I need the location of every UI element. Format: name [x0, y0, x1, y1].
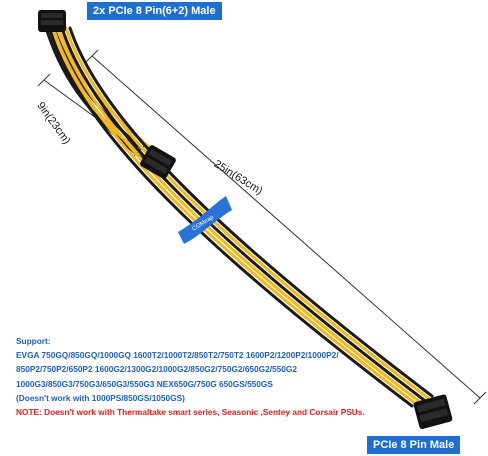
- support-line: 1000G3/850G3/750G3/650G3/550G3 NEX650G/7…: [16, 378, 273, 389]
- main-wire-yellow-3: [52, 28, 418, 406]
- long-guide-cap-top: [85, 49, 99, 63]
- branch-wire-black-1: [44, 26, 152, 167]
- compatibility-note: NOTE: Doesn't work with Thermaltake smar…: [16, 407, 365, 418]
- main-wire-black-1: [60, 26, 426, 402]
- main-wire-yellow-2: [64, 26, 430, 400]
- support-line: (Doesn't work with 1000PS/850GS/1050GS): [16, 392, 185, 403]
- bottom-connector-label: PCIe 8 Pin Male: [367, 436, 461, 454]
- short-guide-cap-top: [37, 73, 51, 87]
- long-guide-cap-bottom: [473, 391, 487, 405]
- bottom-connector: [413, 394, 453, 429]
- cable-tie-strap: [178, 196, 232, 244]
- top-connector: [38, 10, 66, 32]
- support-line: EVGA 750GQ/850GQ/1000GQ 1600T2/1000T2/85…: [16, 350, 339, 361]
- support-heading: Support:: [16, 336, 51, 346]
- main-wire-black-2: [68, 26, 434, 398]
- wire-bundle: [44, 26, 434, 408]
- support-line: 850P2/750P2/650P2 1600G2/1300G2/1000G2/8…: [16, 364, 297, 375]
- middle-connector: [140, 145, 176, 179]
- main-wire-black-3: [48, 28, 414, 408]
- main-wire-yellow-1: [56, 26, 422, 404]
- support-list: Support: EVGA 750GQ/850GQ/1000GQ 1600T2/…: [16, 334, 476, 419]
- top-connector-label: 2x PCIe 8 Pin(6+2) Male: [87, 2, 222, 20]
- long-length-guide: [91, 55, 481, 399]
